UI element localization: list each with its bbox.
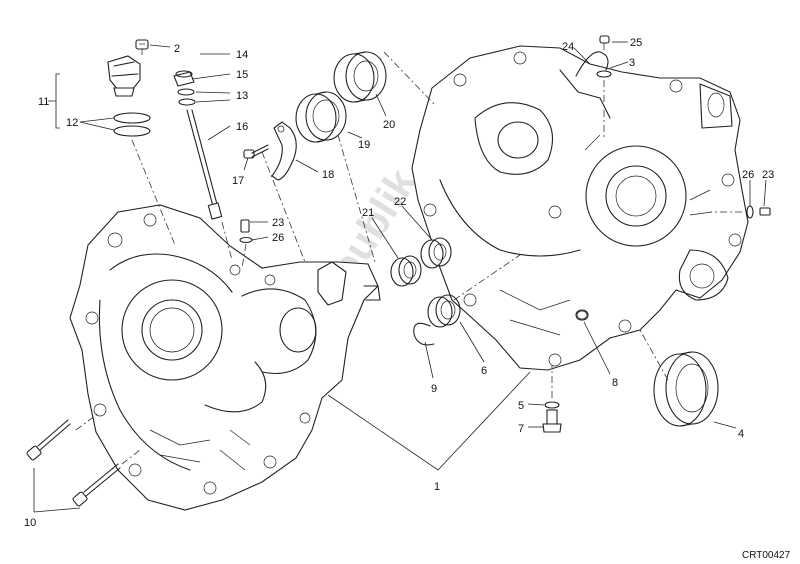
circlip-9 (413, 322, 435, 346)
bolt-17 (243, 144, 269, 159)
bolts-10 (26, 419, 121, 507)
callout-26-left: 26 (272, 232, 284, 244)
callout-8: 8 (612, 377, 618, 389)
main-bearing-4 (653, 351, 719, 427)
bearing-22 (420, 237, 452, 269)
o-ring-8 (575, 309, 589, 321)
drawing-code: CRT00427 (742, 550, 791, 561)
callout-10: 10 (24, 517, 36, 529)
callout-3: 3 (629, 57, 635, 69)
screw-2 (135, 39, 149, 55)
stud-16 (186, 109, 223, 220)
callout-4: 4 (738, 428, 744, 440)
drain-plug-7 (542, 409, 562, 433)
washer-15 (177, 88, 195, 96)
washer-3 (596, 70, 612, 78)
callout-19: 19 (358, 139, 370, 151)
callout-7: 7 (518, 423, 524, 435)
leader-lines (33, 41, 767, 513)
callout-labels: 1 2 3 4 5 6 7 8 9 10 11 12 13 14 15 16 1… (24, 37, 774, 529)
callout-14: 14 (236, 49, 248, 61)
callout-5: 5 (518, 400, 524, 412)
breather-housing-11 (107, 55, 141, 97)
bearing-21 (390, 255, 422, 287)
callout-21: 21 (362, 207, 374, 219)
left-crankcase-half (69, 204, 381, 511)
callout-13: 13 (236, 90, 248, 102)
callout-6: 6 (481, 365, 487, 377)
right-crankcase-half (411, 45, 749, 371)
o-ring-26-left (239, 236, 253, 244)
callout-9: 9 (431, 383, 437, 395)
callout-22: 22 (394, 196, 406, 208)
bearing-6 (427, 294, 461, 328)
callout-23-right: 23 (762, 169, 774, 181)
callout-15: 15 (236, 69, 248, 81)
clip-24 (575, 51, 609, 77)
o-ring-13 (178, 98, 196, 106)
bearing-19 (295, 91, 347, 143)
bracket-18 (271, 121, 297, 181)
dowel-23-right (759, 207, 771, 216)
callout-17: 17 (232, 175, 244, 187)
assembly-axes (75, 51, 742, 465)
callout-18: 18 (322, 169, 334, 181)
cap-nut-14 (173, 70, 195, 87)
screw-25 (599, 35, 610, 50)
callout-11: 11 (38, 96, 49, 108)
o-rings-12 (113, 112, 151, 137)
bushing-20 (333, 51, 387, 103)
callout-16: 16 (236, 121, 248, 133)
washer-5 (544, 401, 560, 409)
callout-25: 25 (630, 37, 642, 49)
callout-26-right: 26 (742, 169, 754, 181)
callout-1: 1 (434, 481, 440, 493)
callout-2: 2 (174, 43, 180, 55)
callout-23-left: 23 (272, 217, 284, 229)
callout-20: 20 (383, 119, 395, 131)
callout-12: 12 (66, 117, 78, 129)
o-ring-26-right (746, 205, 754, 219)
callout-24: 24 (562, 41, 574, 53)
dowel-23-left (240, 219, 250, 233)
